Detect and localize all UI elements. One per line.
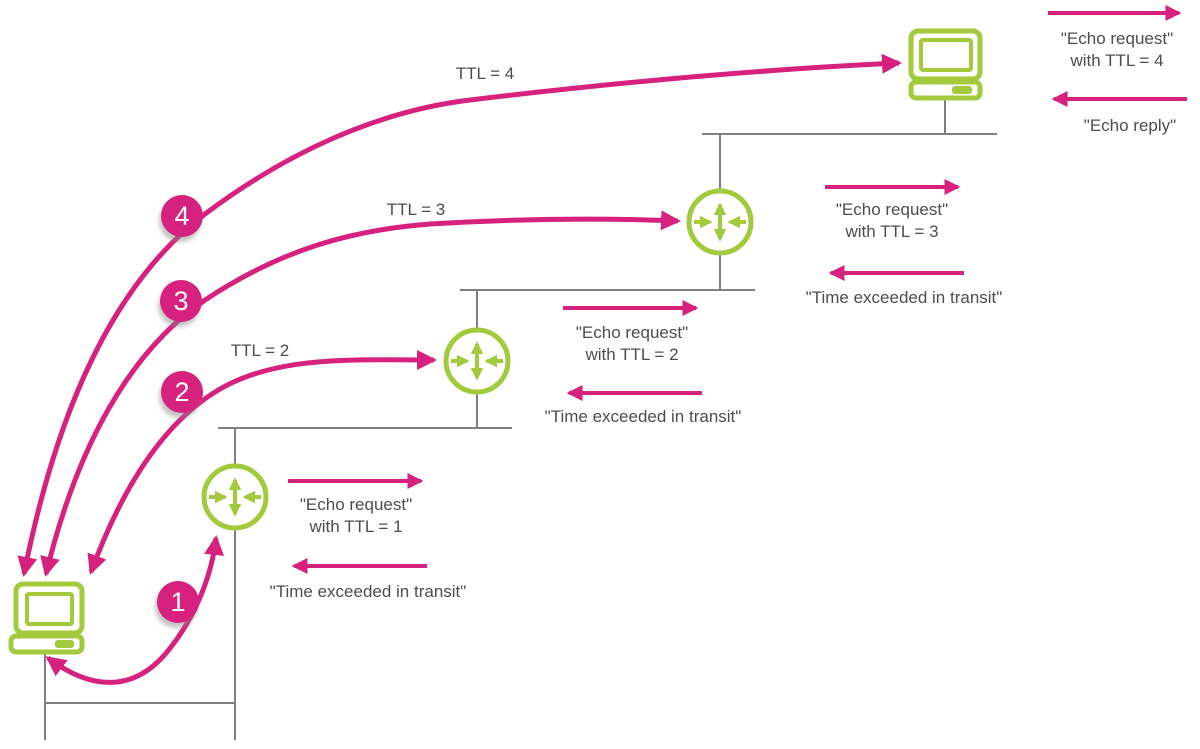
echo-request-label-2: "Echo request" (575, 322, 689, 342)
router-icon-1 (204, 466, 266, 528)
destination-computer-icon (908, 28, 983, 101)
source-computer-icon (8, 581, 85, 655)
step-badge-4: 4 (161, 195, 203, 237)
echo-request-label-4: "Echo request" (1060, 28, 1174, 48)
echo-request-ttl-label-2: with TTL = 2 (585, 344, 679, 364)
echo-request-ttl-label-1: with TTL = 1 (309, 516, 403, 536)
time-exceeded-label-1: "Time exceeded in transit" (269, 581, 467, 601)
step-badge-1: 1 (157, 581, 199, 623)
echo-request-ttl-label-3: with TTL = 3 (845, 221, 939, 241)
message-arrows (288, 5, 1187, 574)
probe-curve-2 (87, 349, 437, 575)
ttl-label-2: TTL = 2 (230, 340, 290, 360)
time-exceeded-label-3: "Time exceeded in transit" (805, 287, 1003, 307)
echo-request-ttl-label-4: with TTL = 4 (1070, 50, 1164, 70)
ttl-label-3: TTL = 3 (386, 199, 446, 219)
lan-segments (44, 97, 997, 740)
echo-request-label-3: "Echo request" (835, 199, 949, 219)
echo-reply-label: "Echo reply" (1083, 115, 1177, 135)
ttl-label-4: TTL = 4 (455, 63, 515, 83)
step-badge-3: 3 (160, 280, 202, 322)
step-badge-2: 2 (161, 371, 203, 413)
time-exceeded-label-2: "Time exceeded in transit" (544, 406, 742, 426)
router-icon-2 (446, 330, 508, 392)
probe-curves (17, 53, 902, 685)
echo-request-label-1: "Echo request" (299, 494, 413, 514)
probe-curve-4 (17, 53, 902, 577)
router-icon-3 (689, 191, 751, 253)
